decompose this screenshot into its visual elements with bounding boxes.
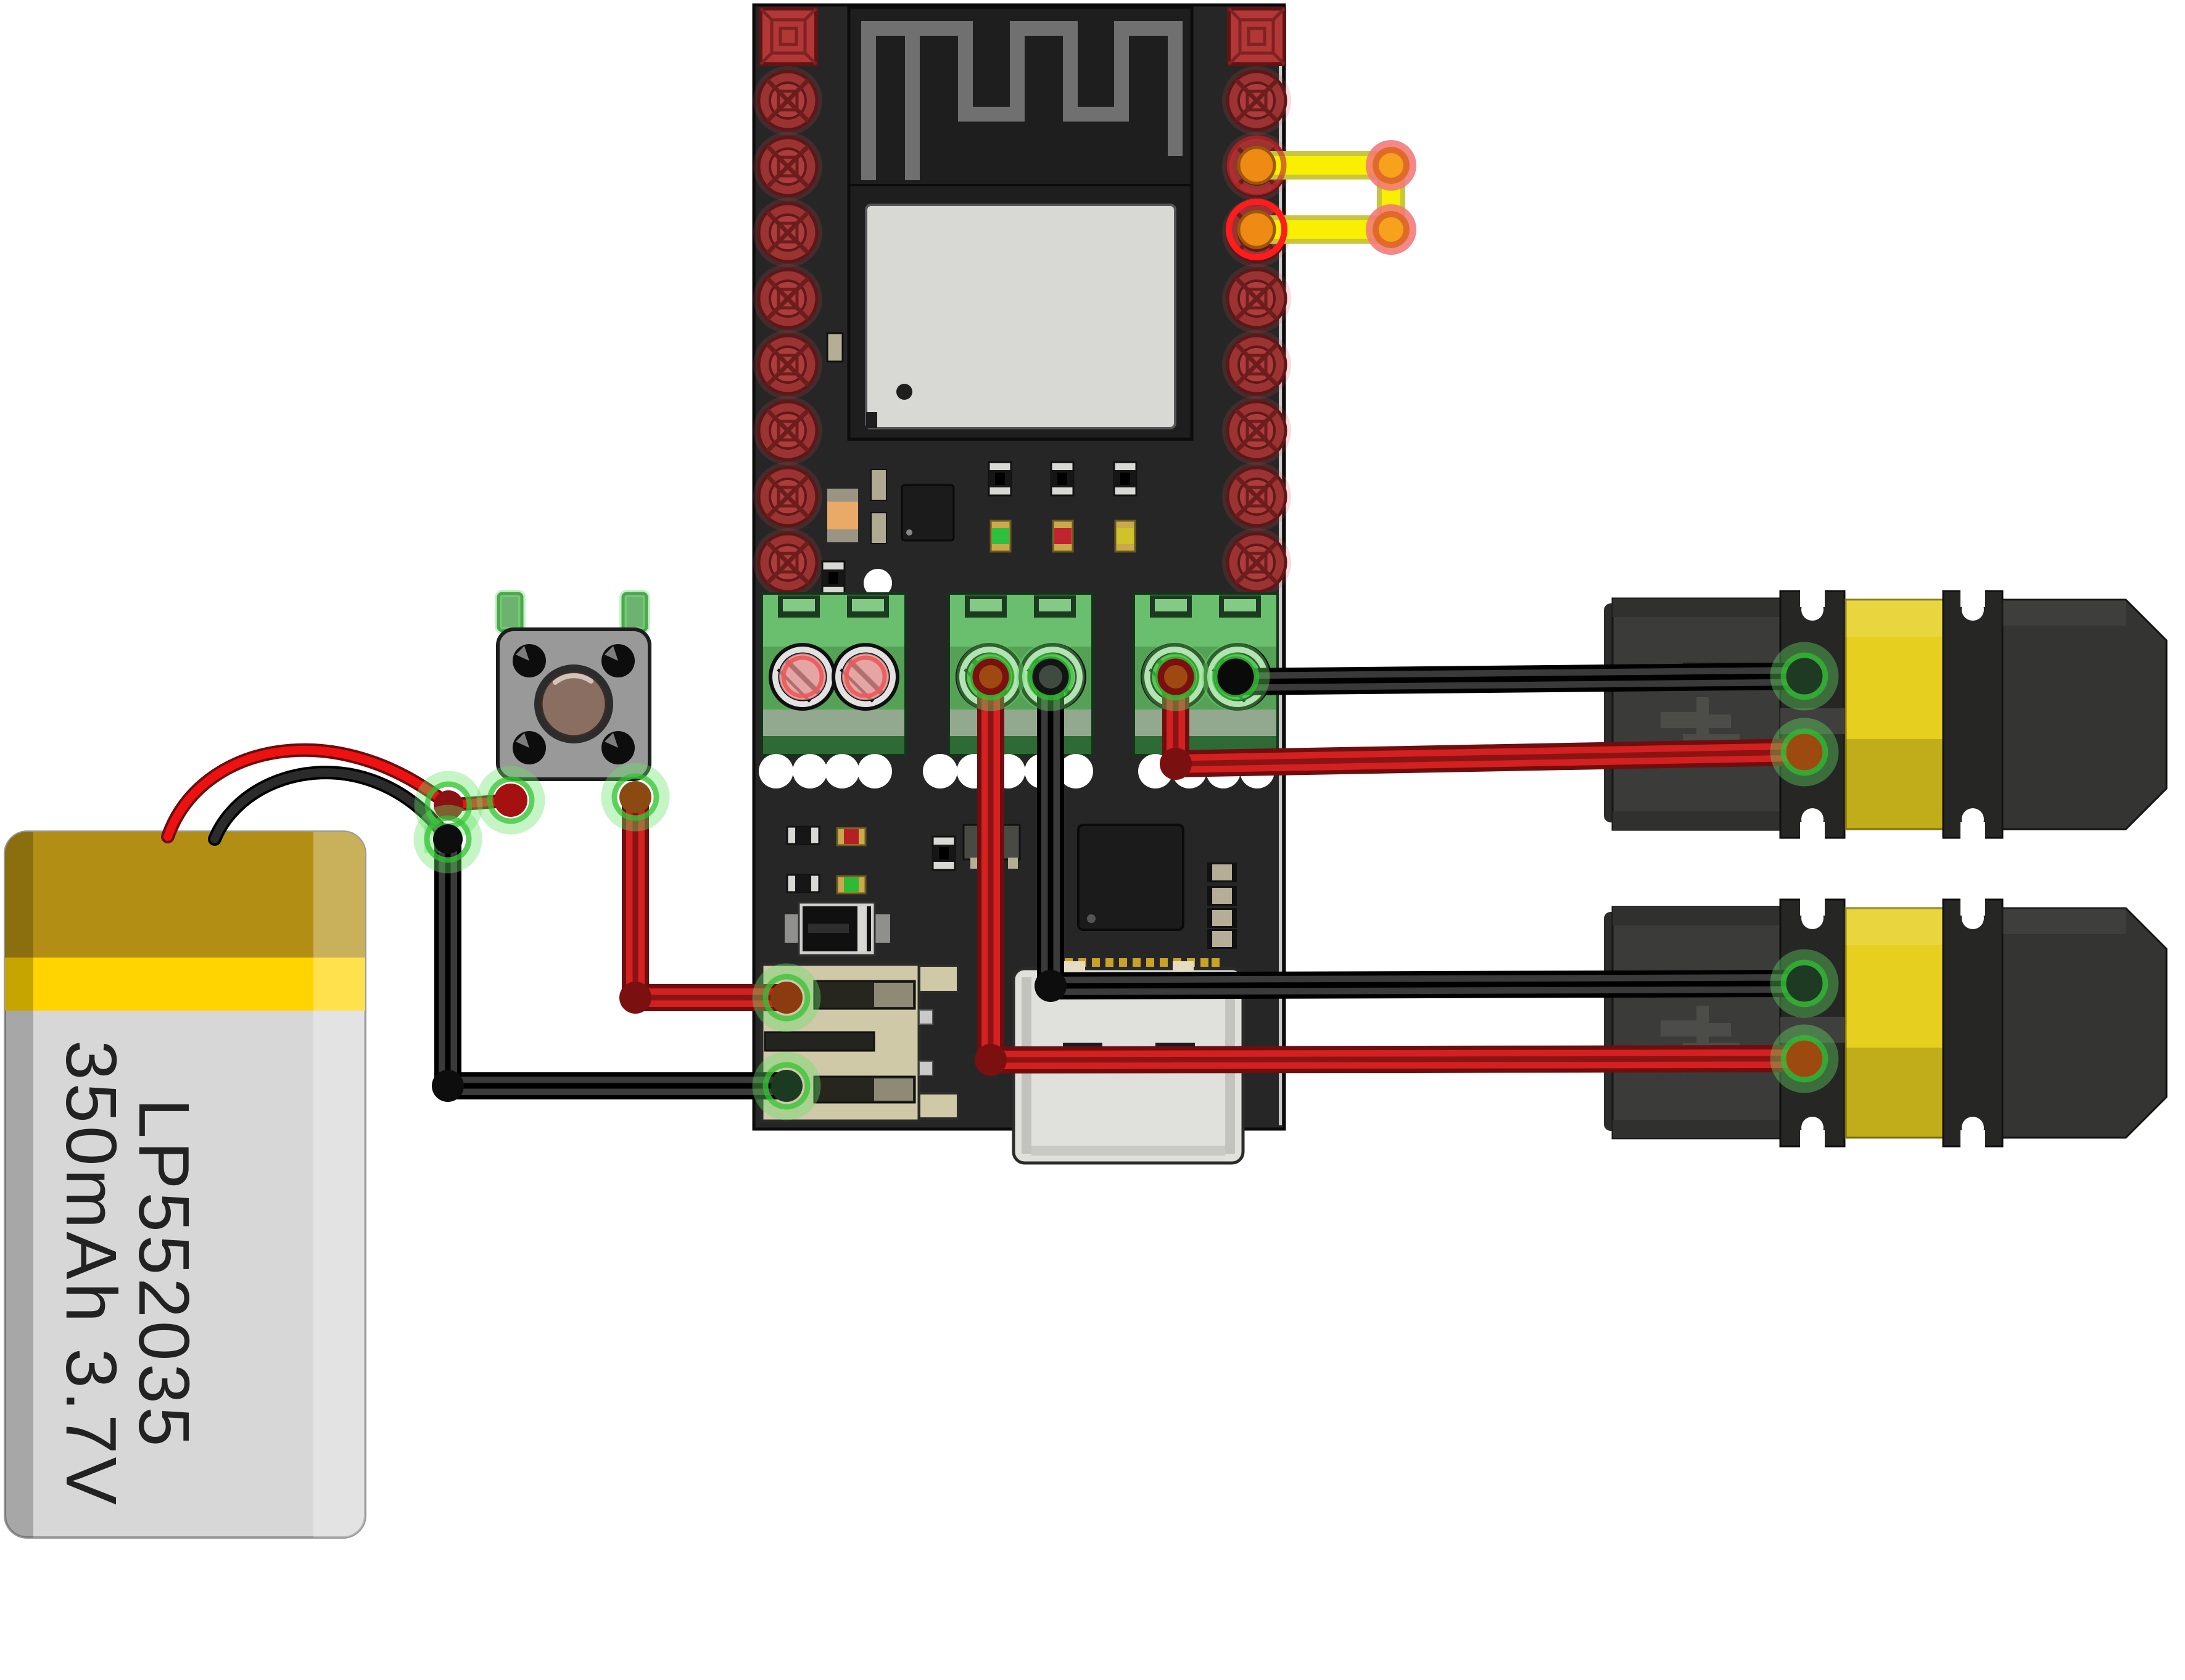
battery-stripe	[5, 958, 365, 1011]
motor2-terminal-black[interactable]	[1786, 965, 1823, 1002]
pad-ring	[1226, 135, 1287, 196]
connected-pad[interactable]	[1237, 146, 1276, 185]
bendpoint[interactable]	[432, 1070, 464, 1102]
charge-led-red	[836, 827, 867, 846]
terminal-wire-end[interactable]	[1215, 656, 1256, 697]
junction[interactable]	[433, 824, 463, 854]
battery-band	[5, 832, 365, 958]
smd-resistor	[786, 826, 820, 845]
button-cap-highlight	[553, 673, 593, 685]
smd-resistor	[786, 874, 820, 893]
jst-battery-connector[interactable]	[760, 962, 959, 1123]
bendpoint[interactable]	[1035, 970, 1067, 1002]
corner-pad[interactable]	[1229, 9, 1284, 64]
terminal-wire-core	[979, 665, 1002, 689]
green-led	[989, 519, 1012, 553]
red-led	[1052, 519, 1074, 553]
controller-board[interactable]	[753, 3, 1291, 1165]
button-cap[interactable]	[540, 671, 607, 737]
dc-motor-1[interactable]	[1603, 589, 2168, 840]
wifi-module	[847, 6, 1194, 441]
bendpoint[interactable]	[619, 982, 651, 1014]
smd-row	[988, 461, 1138, 497]
shield-notch	[866, 412, 877, 428]
antenna-trace	[861, 21, 1183, 180]
boot-button-dot	[864, 569, 892, 597]
wire-end[interactable]	[619, 781, 651, 813]
terminal-wire-core	[1039, 665, 1062, 689]
jumper-end[interactable]	[1366, 140, 1416, 191]
charge-led-green	[836, 875, 867, 895]
connected-pad[interactable]	[1237, 210, 1276, 249]
wire-end[interactable]	[494, 784, 527, 817]
terminal-block-1[interactable]	[762, 594, 906, 755]
terminal-wire-core	[1164, 665, 1188, 689]
esp32-shield	[865, 204, 1176, 429]
pad-ring-active	[1226, 199, 1287, 260]
shield-pin1-dot	[896, 384, 912, 400]
wire-black-terminal3-to-motor1[interactable]	[1236, 676, 1798, 682]
jst-gnd-pin[interactable]	[770, 1070, 803, 1102]
motor2-terminal-red[interactable]	[1786, 1040, 1823, 1077]
bendpoint[interactable]	[1160, 748, 1192, 780]
dc-motor-2[interactable]	[1603, 897, 2168, 1149]
wire-black-battery-to-jst[interactable]	[448, 839, 787, 1086]
unconnected-screw-highlight	[779, 653, 889, 700]
passive-components	[821, 332, 955, 597]
smd	[931, 835, 956, 871]
driver-ic	[1077, 824, 1184, 931]
button-legs	[495, 590, 650, 634]
jst-vcc-pin[interactable]	[770, 982, 803, 1014]
connection-points	[419, 135, 1833, 1115]
button-pin-glints	[516, 646, 618, 748]
driver-ic-dot	[1087, 914, 1096, 923]
voltage-regulator	[785, 901, 890, 956]
yellow-led	[1114, 519, 1136, 553]
motor1-terminal-red[interactable]	[1786, 734, 1823, 771]
corner-pad[interactable]	[761, 9, 816, 64]
motor1-terminal-black[interactable]	[1786, 658, 1823, 695]
push-button[interactable]	[495, 590, 651, 781]
bendpoint[interactable]	[975, 1044, 1007, 1076]
lipo-battery[interactable]	[4, 830, 366, 1539]
cap-bank	[1207, 863, 1237, 949]
jumper-end[interactable]	[1366, 204, 1416, 255]
